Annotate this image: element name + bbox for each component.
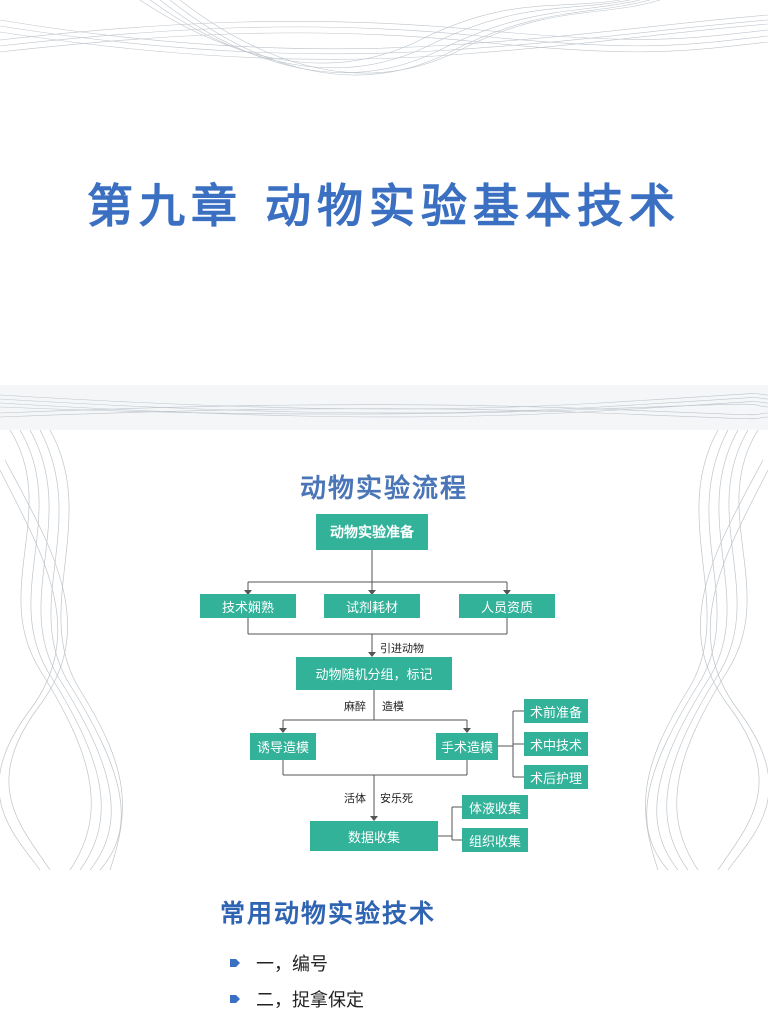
node-skill: 技术娴熟 bbox=[200, 594, 296, 618]
node-postop: 术后护理 bbox=[524, 765, 588, 789]
section-title: 常用动物实验技术 bbox=[220, 899, 437, 928]
label-modeling: 造模 bbox=[382, 700, 404, 713]
list-item-label: 一，编号 bbox=[256, 954, 328, 975]
flowchart-connectors bbox=[244, 550, 524, 841]
wave-decoration-top bbox=[0, 0, 768, 76]
flowchart-title: 动物实验流程 bbox=[299, 474, 468, 504]
label-introduce: 引进动物 bbox=[380, 642, 424, 655]
label-anesthesia: 麻醉 bbox=[344, 700, 366, 713]
node-fluid: 体液收集 bbox=[462, 795, 528, 819]
list-item: 二，捉拿保定 bbox=[230, 986, 364, 1012]
flowchart-slide: 动物实验流程 bbox=[0, 430, 768, 870]
wave-decoration-sides bbox=[0, 430, 768, 870]
node-prep: 动物实验准备 bbox=[316, 514, 428, 550]
wave-decoration-separator bbox=[0, 385, 768, 430]
arrow-bullet-icon bbox=[230, 995, 240, 1003]
techniques-slide: 常用动物实验技术 一，编号 二，捉拿保定 bbox=[0, 870, 768, 1024]
node-intraop: 术中技术 bbox=[524, 732, 588, 756]
node-preop: 术前准备 bbox=[524, 699, 588, 723]
arrow-bullet-icon bbox=[230, 959, 240, 967]
label-living: 活体 bbox=[344, 792, 366, 805]
label-euthanasia: 安乐死 bbox=[380, 792, 413, 805]
node-tissue: 组织收集 bbox=[462, 828, 528, 852]
node-reagent: 试剂耗材 bbox=[324, 594, 420, 618]
node-induced: 诱导造模 bbox=[250, 733, 316, 760]
list-item-label: 二，捉拿保定 bbox=[256, 990, 364, 1011]
node-collect: 数据收集 bbox=[310, 821, 438, 851]
title-slide: 第九章 动物实验基本技术 bbox=[0, 0, 768, 385]
list-item: 一，编号 bbox=[230, 950, 328, 976]
node-staff: 人员资质 bbox=[459, 594, 555, 618]
node-group: 动物随机分组，标记 bbox=[296, 657, 452, 690]
node-surgical: 手术造模 bbox=[436, 733, 498, 760]
chapter-title: 第九章 动物实验基本技术 bbox=[86, 179, 681, 233]
